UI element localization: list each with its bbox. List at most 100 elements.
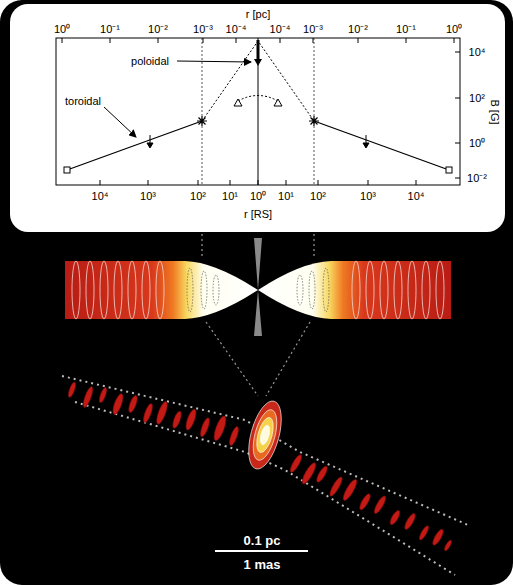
tick-label: 10¹ bbox=[222, 191, 238, 202]
data-asterisk bbox=[197, 116, 319, 126]
scale-label: 0.1 pc bbox=[244, 534, 281, 547]
tick-label: 10⁻³ bbox=[303, 24, 323, 35]
tick-label: 10⁻³ bbox=[193, 24, 213, 35]
tick bbox=[230, 180, 231, 185]
field-loop bbox=[394, 261, 402, 319]
jet-knot bbox=[431, 528, 445, 547]
poloidal-bar bbox=[254, 59, 262, 66]
field-loop bbox=[128, 261, 136, 319]
tick bbox=[416, 180, 417, 185]
tick-label: 10² bbox=[469, 93, 485, 104]
tick bbox=[203, 38, 204, 43]
axis-title: r [RS] bbox=[244, 209, 272, 220]
tick-label: 10³ bbox=[360, 191, 376, 202]
field-loop bbox=[309, 271, 315, 309]
jet-knot bbox=[199, 417, 211, 438]
tick bbox=[198, 180, 199, 185]
field-loop bbox=[201, 271, 207, 309]
axis-title: B [G] bbox=[489, 99, 500, 124]
plot-frame bbox=[56, 38, 460, 185]
field-loop bbox=[187, 268, 193, 312]
tick bbox=[110, 38, 111, 43]
tick bbox=[318, 180, 319, 185]
upper-limit bbox=[147, 135, 369, 148]
jet-knot bbox=[98, 387, 108, 404]
tick-label: 10⁻⁴ bbox=[270, 24, 291, 35]
jet-knot bbox=[328, 476, 344, 498]
jet-knot bbox=[341, 478, 359, 502]
tick-label: 10² bbox=[190, 191, 206, 202]
poloidal-bar bbox=[257, 40, 260, 60]
scale-label: 1 mas bbox=[244, 558, 281, 571]
tick-label: 10⁴ bbox=[408, 191, 425, 202]
jet-knot bbox=[81, 386, 94, 409]
radio-core bbox=[242, 398, 287, 473]
tick bbox=[100, 180, 101, 185]
tick-label: 10⁻⁴ bbox=[226, 24, 247, 35]
field-loop bbox=[366, 261, 374, 319]
guide-line bbox=[202, 38, 203, 185]
annotation: poloidal bbox=[131, 56, 169, 67]
plot-panel bbox=[10, 4, 505, 232]
jet-knot bbox=[418, 525, 430, 541]
jet-cone bbox=[65, 261, 258, 319]
tick-label: 10⁻¹ bbox=[396, 24, 416, 35]
annotation: toroidal bbox=[65, 96, 101, 107]
jet-boundary bbox=[62, 376, 468, 525]
field-loop bbox=[213, 275, 219, 305]
tick-label: 10⁻² bbox=[148, 24, 168, 35]
counter-jet-cone bbox=[258, 261, 451, 319]
tick-label: 10⁰ bbox=[446, 24, 462, 35]
field-loop bbox=[422, 261, 430, 319]
tick bbox=[62, 38, 63, 43]
field-loop bbox=[156, 261, 164, 319]
jet-knot bbox=[127, 395, 139, 414]
jet-knot bbox=[171, 410, 183, 429]
black-hole-axis bbox=[254, 238, 262, 336]
jet-knot bbox=[300, 461, 318, 485]
jet-boundary bbox=[75, 402, 455, 575]
tick-label: 10⁰ bbox=[54, 24, 70, 35]
tick bbox=[280, 38, 281, 43]
poloidal-arc bbox=[238, 96, 278, 102]
jet-knot bbox=[228, 426, 240, 447]
axis-title: r [pc] bbox=[246, 9, 270, 20]
zoom-line bbox=[202, 234, 314, 396]
tick bbox=[406, 38, 407, 43]
jet-knot bbox=[288, 453, 303, 473]
tick bbox=[455, 98, 460, 99]
data-square bbox=[446, 167, 452, 173]
leader-arrow bbox=[104, 107, 136, 137]
data-square bbox=[64, 167, 70, 173]
field-loop bbox=[436, 261, 444, 319]
jet-knot bbox=[443, 539, 452, 551]
field-loop bbox=[86, 261, 94, 319]
tick bbox=[455, 178, 460, 179]
axis-ticks bbox=[62, 38, 460, 185]
tick-label: 10⁰ bbox=[250, 191, 266, 202]
jet-knot bbox=[315, 465, 329, 484]
field-loop bbox=[323, 268, 329, 312]
jet-knot bbox=[372, 495, 387, 515]
field-loop bbox=[352, 261, 360, 319]
tick bbox=[368, 180, 369, 185]
tick bbox=[258, 180, 259, 185]
data-triangle bbox=[234, 99, 282, 106]
field-loop bbox=[100, 261, 108, 319]
tick bbox=[158, 38, 159, 43]
jet-knot bbox=[155, 400, 170, 425]
scale-bar bbox=[215, 550, 308, 552]
jet-knot bbox=[358, 493, 372, 512]
field-loop bbox=[380, 261, 388, 319]
field-loop bbox=[142, 261, 150, 319]
tick bbox=[454, 38, 455, 43]
extrapolation bbox=[202, 41, 314, 121]
field-loop bbox=[72, 261, 80, 319]
tick-label: 10¹ bbox=[278, 191, 294, 202]
tick bbox=[358, 38, 359, 43]
tick-label: 10⁻² bbox=[467, 173, 487, 184]
tick-label: 10⁴ bbox=[92, 191, 109, 202]
